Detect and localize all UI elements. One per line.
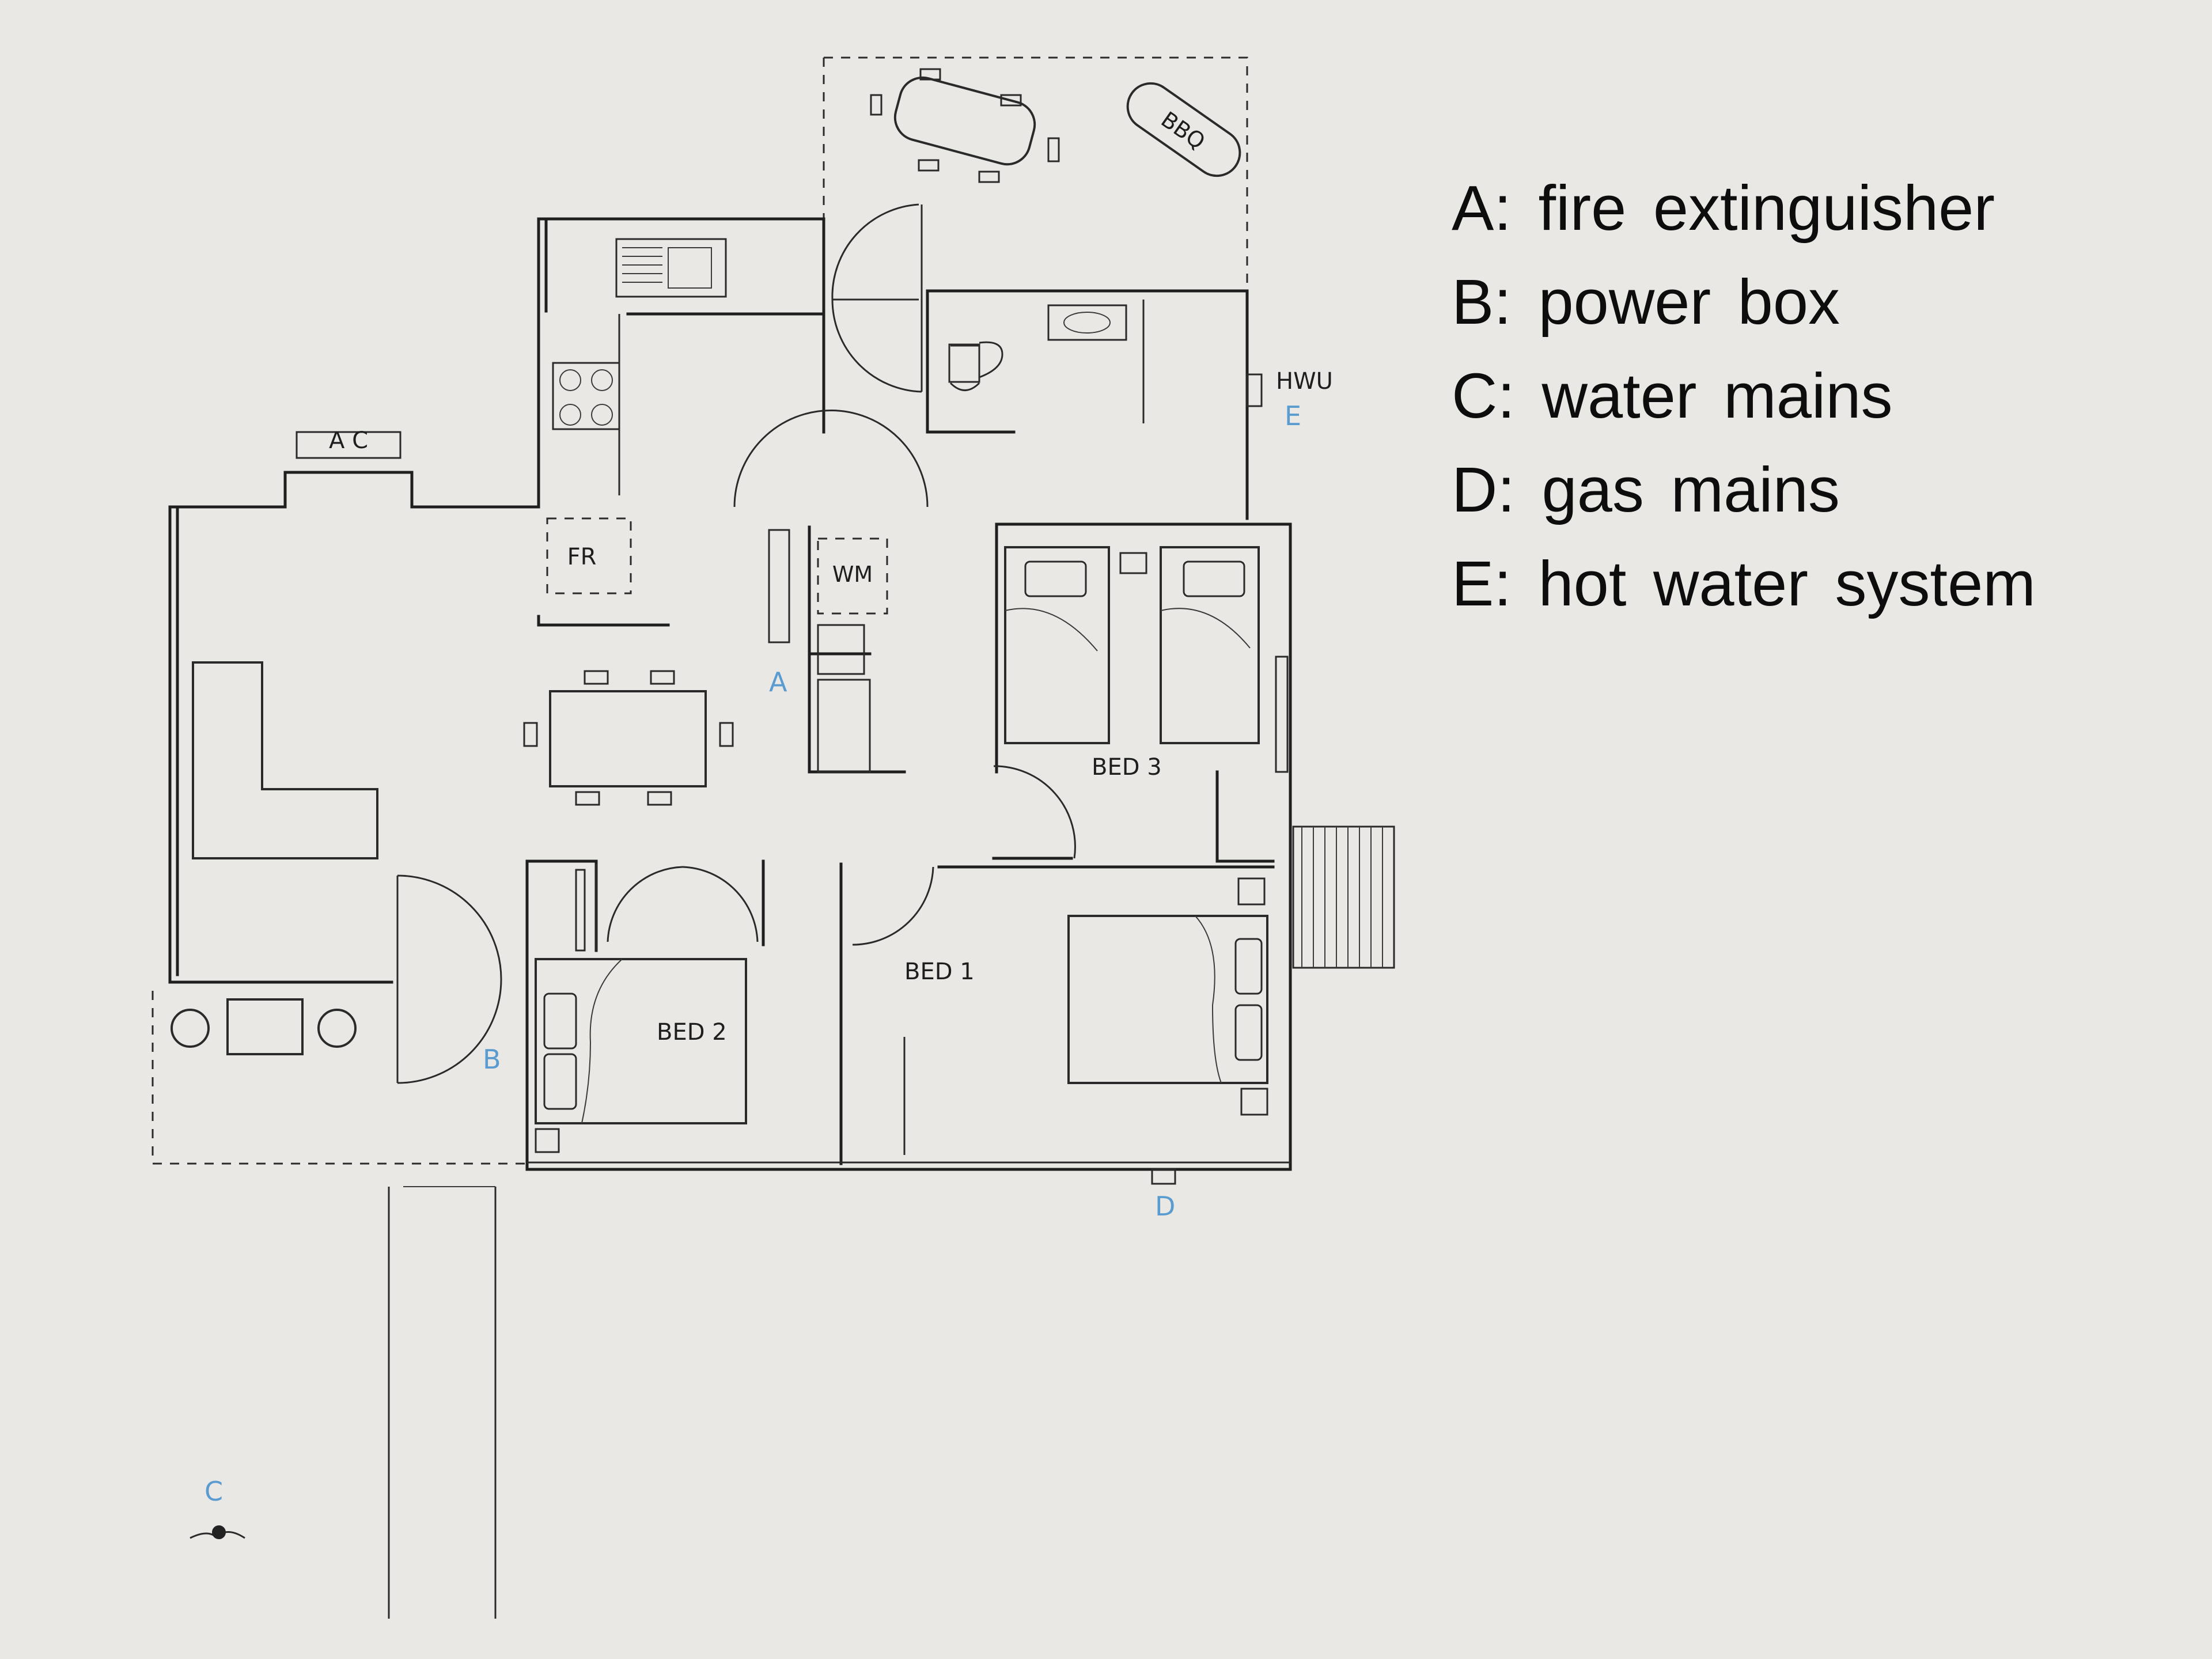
ac-label: A C [329, 427, 368, 454]
doors [607, 203, 1076, 946]
single-bed [1004, 546, 1110, 744]
walls [151, 217, 1292, 1171]
patio-table [893, 76, 1036, 166]
marker-a: A [769, 666, 787, 698]
bathroom: HWU [948, 304, 1333, 407]
marker-c: C [204, 1476, 223, 1507]
bed3-label: BED 3 [1092, 754, 1162, 781]
single-bed [1160, 546, 1260, 744]
washing-machine-label: WM [832, 562, 873, 587]
fridge-label: FR [567, 544, 597, 570]
patio-chair [978, 171, 1000, 183]
bed-2: BED 2 [535, 869, 747, 1153]
patio-chair [870, 94, 882, 116]
bbq: BBQ [1126, 82, 1241, 177]
patio-chair [1047, 137, 1060, 162]
double-bed [1067, 915, 1268, 1084]
bed-3: BED 3 [1004, 546, 1289, 781]
legend: A: fire extinguisher B: power box C: wat… [1452, 161, 2036, 631]
double-bed [535, 958, 747, 1124]
dining [523, 670, 734, 806]
water-mains [190, 1525, 245, 1539]
legend-item-a: A: fire extinguisher [1452, 173, 1995, 244]
patio-chair [1000, 94, 1022, 107]
legend-item-e: E: hot water system [1452, 548, 2036, 619]
gas-meter [1151, 1168, 1176, 1185]
legend-item-b: B: power box [1452, 267, 1840, 338]
bed-1: BED 1 [904, 877, 1268, 1116]
marker-e: E [1285, 400, 1301, 431]
l-shaped-sofa [192, 661, 378, 859]
sink [615, 238, 727, 298]
fridge [546, 517, 632, 594]
bed1-label: BED 1 [904, 959, 975, 985]
bed2-label: BED 2 [657, 1019, 727, 1046]
patio-chair [918, 159, 940, 172]
legend-item-d: D: gas mains [1452, 454, 1840, 525]
kitchen: FR [546, 238, 727, 594]
patio: BBQ [823, 56, 1248, 294]
ac-unit [296, 431, 402, 459]
marker-b: B [483, 1044, 501, 1075]
laundry: WM [768, 529, 888, 773]
marker-d: D [1155, 1191, 1175, 1222]
hot-water-unit [1246, 373, 1263, 407]
legend-item-c: C: water mains [1452, 361, 1893, 431]
washing-machine [817, 537, 888, 615]
dining-table [549, 690, 707, 787]
steps [1292, 825, 1395, 969]
driveway [388, 1186, 497, 1619]
patio-chair [919, 68, 941, 81]
front-deck: A C [171, 427, 368, 1055]
hot-water-unit-label: HWU [1276, 368, 1333, 395]
